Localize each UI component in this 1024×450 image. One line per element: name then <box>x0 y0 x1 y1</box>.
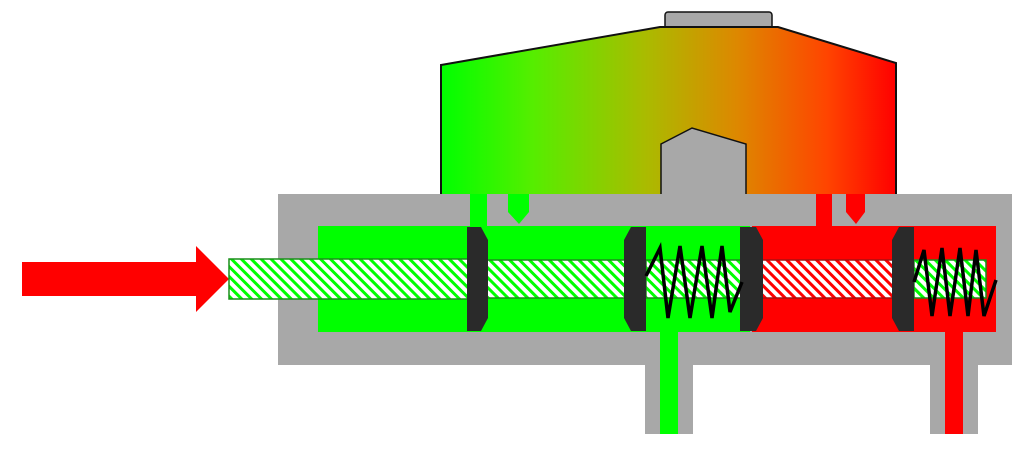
primary-piston-rod <box>486 259 629 299</box>
secondary-piston-front-seal <box>892 227 914 331</box>
secondary-piston-rod <box>761 259 895 299</box>
secondary-return-spring-icon <box>912 247 998 317</box>
secondary-reservoir-port-inlet <box>846 194 865 224</box>
secondary-reservoir-port-compensating <box>816 194 832 228</box>
primary-piston-rear-seal <box>467 227 488 331</box>
reservoir-divider <box>660 127 747 197</box>
push-rod <box>228 258 474 300</box>
primary-outlet-line <box>660 330 678 434</box>
primary-reservoir-port-compensating <box>470 194 487 228</box>
input-arrow-icon <box>22 246 229 312</box>
secondary-piston-rear-seal <box>740 227 763 331</box>
primary-reservoir-port-inlet <box>508 194 529 224</box>
secondary-outlet-line <box>945 330 963 434</box>
primary-return-spring-icon <box>644 241 744 319</box>
primary-piston-front-seal <box>624 227 646 331</box>
